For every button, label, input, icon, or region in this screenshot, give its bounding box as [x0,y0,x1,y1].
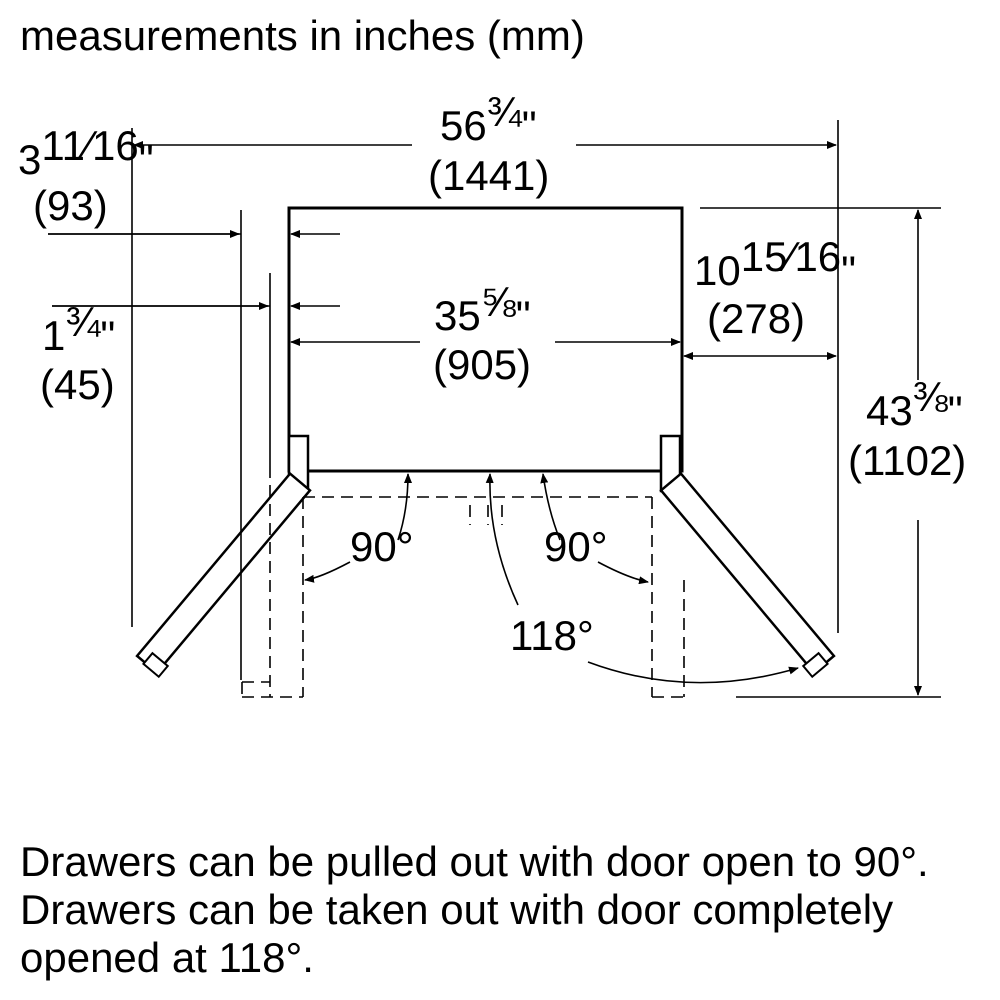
drawer-outline [241,466,685,698]
overall-depth-mm: (1102) [848,437,966,484]
side-gap-label: 1¾" [42,298,115,359]
drawer-note: Drawers can be pulled out with door open… [20,838,929,981]
overall-width-mm: (1441) [428,152,549,199]
right-door [659,471,836,679]
refrigerator-cabinet [287,206,684,473]
door-clearance-mm: (93) [33,182,108,229]
door-swing-extension-label: 1015⁄16" [694,233,856,294]
cabinet-width-label: 35⅝" [434,278,531,339]
dimension-lines [48,141,922,696]
left-door [135,471,312,679]
door-clearance-label: 311⁄16" [18,122,154,183]
side-gap-mm: (45) [40,361,115,408]
right-open-angle-label: 90° [544,523,608,570]
overall-depth-label: 43⅜" [866,373,963,434]
overall-width-label: 56¾" [440,88,537,149]
extension-lines [48,120,941,698]
page-title: measurements in inches (mm) [20,12,585,59]
cabinet-width-mm: (905) [433,341,531,388]
full-open-angle-label: 118° [510,612,594,659]
left-open-angle-label: 90° [350,523,414,570]
door-swing-extension-mm: (278) [707,295,805,342]
